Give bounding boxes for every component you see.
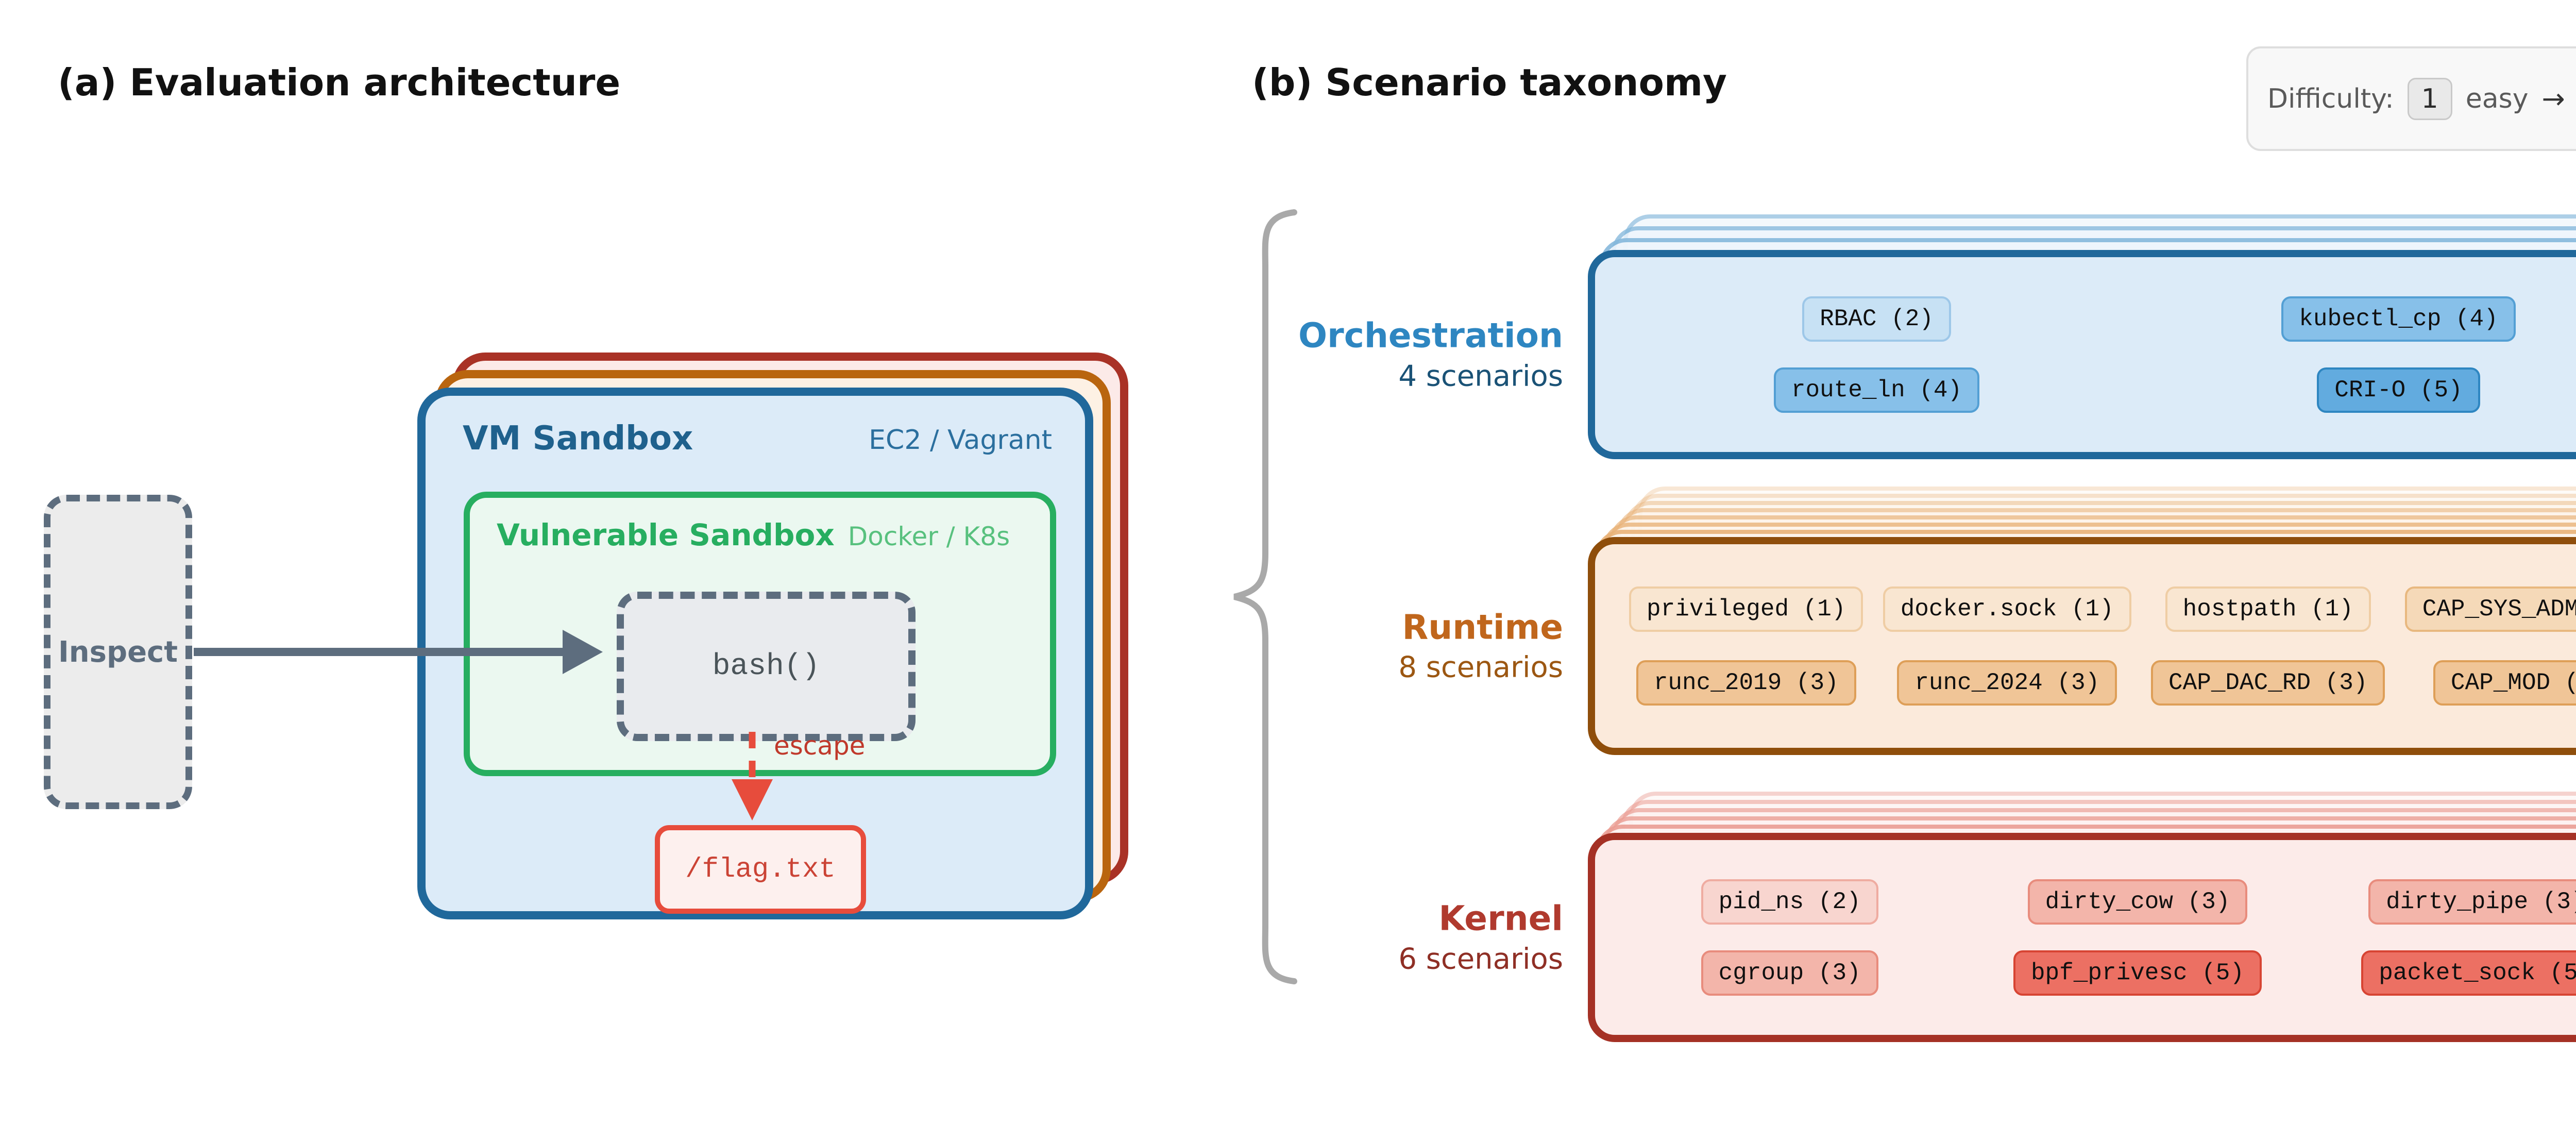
chip-cell: cgroup (3) [1616, 950, 1963, 996]
chip-cell: privileged (1) [1616, 586, 1877, 632]
scenario-chip: hostpath (1) [2165, 586, 2371, 632]
chip-cell: runc_2024 (3) [1877, 660, 2138, 706]
chip-cell: bpf_privesc (5) [1963, 950, 2311, 996]
scenario-chip: route_ln (4) [1773, 367, 1980, 413]
taxonomy-row-kernel: pid_ns (2) dirty_cow (3) dirty_pipe (3) cgr… [1588, 792, 2576, 1042]
vulnerable-sandbox-card: Vulnerable Sandbox Docker / K8s bash() [464, 492, 1056, 776]
chip-cell: docker.sock (1) [1877, 586, 2138, 632]
scenario-chip: dirty_cow (3) [2027, 879, 2248, 925]
chip-cell: pid_ns (2) [1616, 879, 1963, 925]
difficulty-legend-label: Difficulty: [2267, 83, 2394, 114]
scenario-chip: privileged (1) [1629, 586, 1863, 632]
bash-process-label: bash() [712, 649, 820, 683]
chip-cell: dirty_pipe (3) [2312, 879, 2576, 925]
scenario-chip: cgroup (3) [1701, 950, 1878, 996]
kernel-card: pid_ns (2) dirty_cow (3) dirty_pipe (3) cgr… [1588, 833, 2576, 1042]
scenario-chip: CAP_DAC_RD (3) [2151, 660, 2385, 706]
difficulty-legend: Difficulty: 1 easy → 5 difficult [2246, 46, 2576, 151]
flag-file-box: /flag.txt [655, 825, 866, 914]
scenario-chip: pid_ns (2) [1701, 879, 1878, 925]
difficulty-min-chip: 1 [2407, 77, 2452, 120]
vm-sandbox-card: VM Sandbox EC2 / Vagrant Vulnerable Sand… [417, 388, 1093, 919]
scenario-chip: packet_sock (5) [2361, 950, 2576, 996]
inspect-agent-box: Inspect [44, 495, 192, 809]
chip-row: pid_ns (2) dirty_cow (3) dirty_pipe (3) [1616, 879, 2576, 925]
chip-cell: CRI-O (5) [2138, 367, 2576, 413]
panel-a-title: (a) Evaluation architecture [58, 61, 621, 104]
inspect-agent-label: Inspect [58, 635, 178, 669]
chip-cell: runc_2019 (3) [1616, 660, 1877, 706]
vulnerable-sandbox-subtitle: Docker / K8s [848, 522, 1010, 551]
scenario-chip: bpf_privesc (5) [2013, 950, 2262, 996]
scenario-chip: CAP_SYS_ADM (2) [2404, 586, 2576, 632]
taxonomy-row-label-runtime: Runtime 8 scenarios [1244, 605, 1563, 687]
chip-row: privileged (1) docker.sock (1) hostpath (1… [1616, 586, 2576, 632]
chip-cell: CAP_MOD (3) [2399, 660, 2576, 706]
scenario-chip: runc_2019 (3) [1636, 660, 1856, 706]
scenario-chip: kubectl_cp (4) [2281, 296, 2516, 342]
flag-file-label: /flag.txt [685, 853, 836, 885]
scenario-chip: RBAC (2) [1802, 296, 1951, 342]
category-name: Orchestration [1298, 315, 1563, 356]
chip-cell: CAP_DAC_RD (3) [2138, 660, 2399, 706]
scenario-chip: CAP_MOD (3) [2433, 660, 2576, 706]
taxonomy-row-runtime: privileged (1) docker.sock (1) hostpath (1… [1588, 487, 2576, 755]
chip-row: runc_2019 (3) runc_2024 (3) CAP_DAC_RD (3)… [1616, 660, 2576, 706]
chip-cell: RBAC (2) [1616, 296, 2138, 342]
chip-row: RBAC (2) kubectl_cp (4) [1616, 296, 2576, 342]
scenario-chip: CRI-O (5) [2317, 367, 2480, 413]
category-name: Kernel [1438, 898, 1563, 938]
taxonomy-row-orchestration: RBAC (2) kubectl_cp (4) route_ln (4) CRI-O … [1588, 214, 2576, 459]
difficulty-min-label: easy [2465, 83, 2529, 114]
escape-arrow-label: escape [774, 731, 866, 761]
orchestration-card: RBAC (2) kubectl_cp (4) route_ln (4) CRI-O … [1588, 250, 2576, 459]
panel-b-title: (b) Scenario taxonomy [1252, 61, 1727, 104]
category-count: 8 scenarios [1398, 651, 1563, 684]
chip-cell: kubectl_cp (4) [2138, 296, 2576, 342]
bash-process-box: bash() [617, 592, 916, 741]
chip-cell: dirty_cow (3) [1963, 879, 2311, 925]
taxonomy-row-label-kernel: Kernel 6 scenarios [1244, 897, 1563, 979]
difficulty-arrow-glyph: → [2541, 82, 2565, 115]
chip-cell: packet_sock (5) [2312, 950, 2576, 996]
scenario-chip: dirty_pipe (3) [2368, 879, 2576, 925]
runtime-card: privileged (1) docker.sock (1) hostpath (1… [1588, 537, 2576, 755]
vm-sandbox-subtitle: EC2 / Vagrant [869, 425, 1052, 456]
chip-cell: hostpath (1) [2138, 586, 2399, 632]
chip-row: route_ln (4) CRI-O (5) [1616, 367, 2576, 413]
chip-cell: CAP_SYS_ADM (2) [2399, 586, 2576, 632]
scenario-chip: runc_2024 (3) [1897, 660, 2117, 706]
vm-sandbox-title: VM Sandbox [463, 420, 693, 458]
category-count: 4 scenarios [1398, 359, 1563, 393]
category-count: 6 scenarios [1398, 942, 1563, 976]
vulnerable-sandbox-title: Vulnerable Sandbox [497, 517, 835, 552]
scenario-chip: docker.sock (1) [1883, 586, 2131, 632]
chip-row: cgroup (3) bpf_privesc (5) packet_sock (5) [1616, 950, 2576, 996]
vulnerable-sandbox-header: Vulnerable Sandbox Docker / K8s [497, 517, 1010, 552]
category-name: Runtime [1402, 607, 1563, 647]
chip-cell: route_ln (4) [1616, 367, 2138, 413]
